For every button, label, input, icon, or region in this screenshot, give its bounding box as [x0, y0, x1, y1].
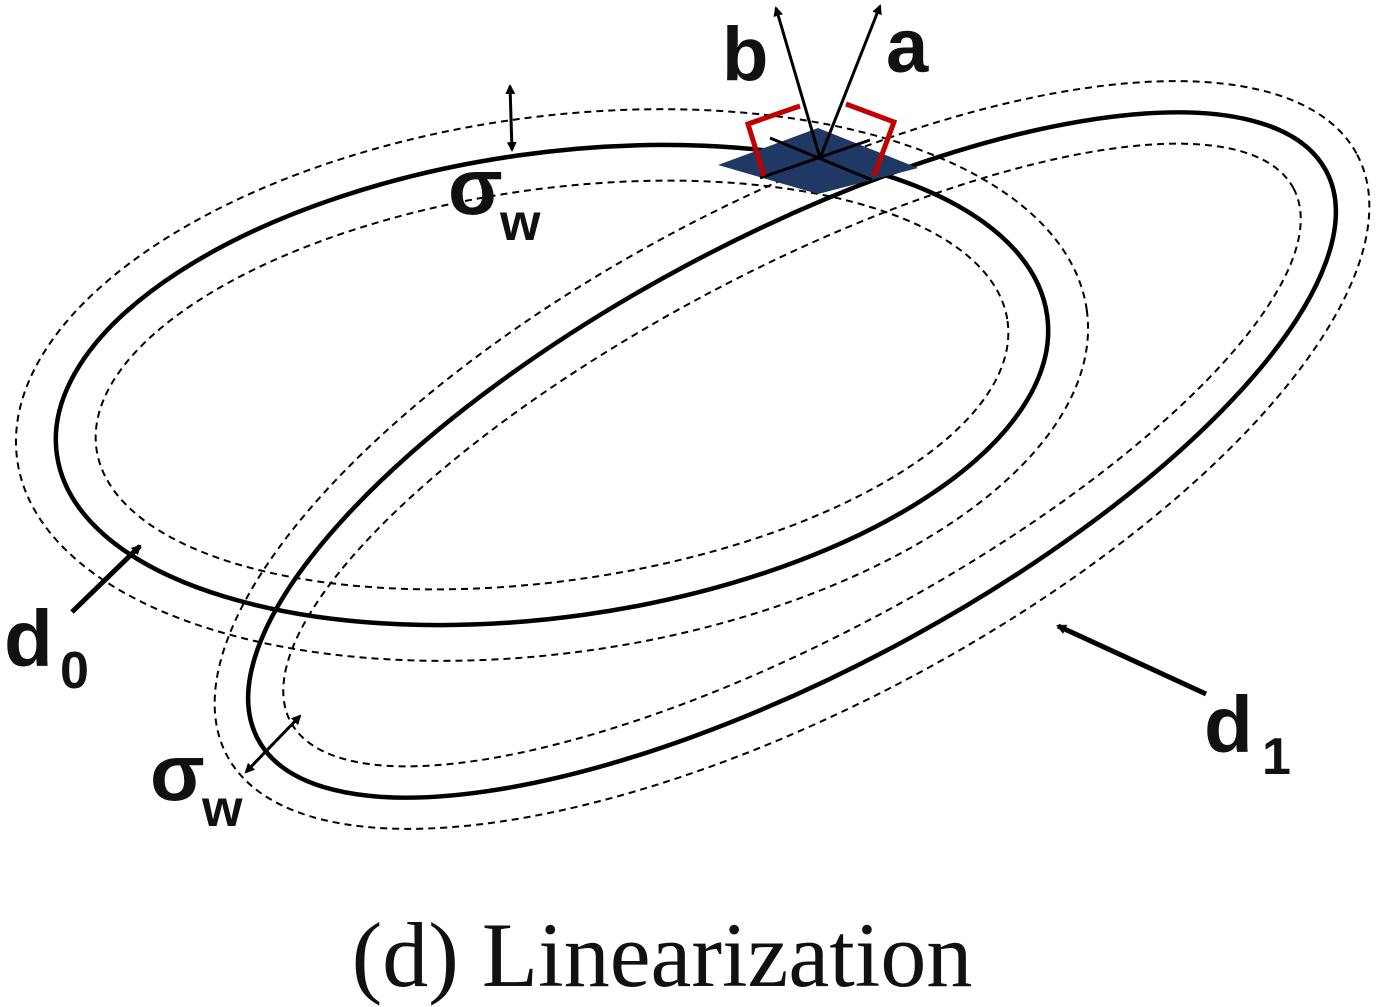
vector-b-label: b — [722, 12, 768, 97]
figure-caption: (d) Linearization — [352, 904, 973, 1006]
ellipse-d0-outer-dashed — [14, 108, 1090, 662]
right-angle-mark-b — [744, 103, 801, 177]
sigma-top-subscript: w — [499, 194, 541, 252]
sigma-bottom-subscript: w — [201, 780, 243, 838]
overlap-diagonal-1 — [759, 138, 871, 180]
d0-pointer-arrow — [70, 544, 142, 614]
vector-a-label: a — [886, 4, 929, 89]
d1-label: d — [1204, 680, 1253, 769]
ellipse-d1-inner-dashed — [282, 142, 1302, 768]
d0-subscript: 0 — [60, 642, 89, 700]
ellipse-d0-solid — [53, 142, 1051, 628]
vector-a-arrow — [818, 4, 882, 159]
d1-pointer-arrow — [1056, 623, 1208, 697]
vector-b-arrow — [773, 6, 822, 159]
sigma-top-label: σ — [448, 142, 503, 231]
sigma-top-double-arrow — [505, 84, 517, 152]
sigma-bottom-label: σ — [150, 728, 205, 817]
ellipse-d0-group — [14, 108, 1090, 662]
right-angle-mark-a — [845, 101, 898, 177]
sigma-bottom-double-arrow — [244, 714, 302, 774]
d1-subscript: 1 — [1262, 728, 1291, 786]
d0-label: d — [4, 594, 53, 683]
ellipse-d0-inner-dashed — [94, 179, 1010, 591]
overlap-diagonal-2 — [769, 136, 873, 182]
